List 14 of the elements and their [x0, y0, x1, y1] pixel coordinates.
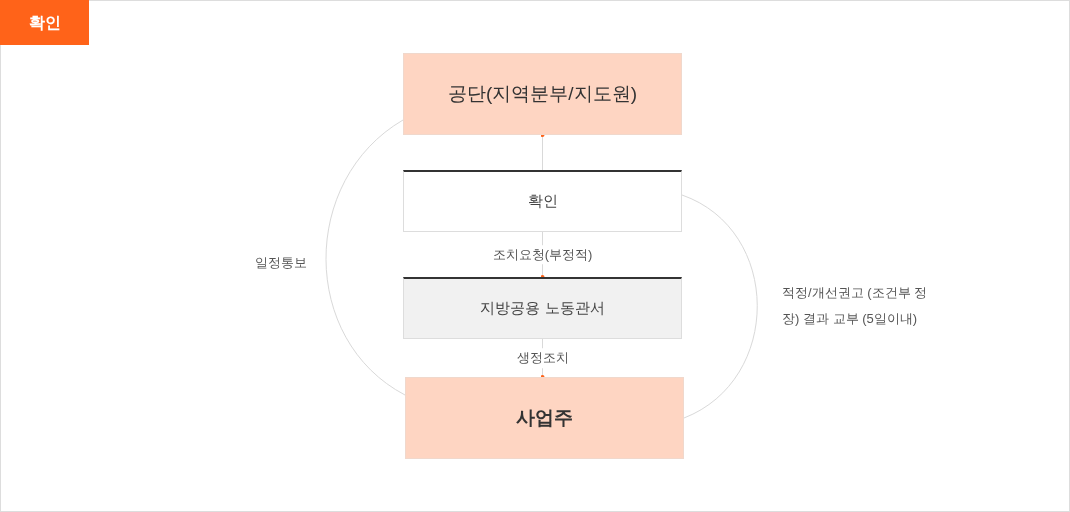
connector-line	[540, 133, 545, 171]
node-text: 확인	[527, 191, 558, 212]
title-tab: 확인	[0, 0, 89, 45]
edge-label: 적정/개선권고 (조건부 정장) 결과 교부 (5일이내)	[782, 284, 929, 328]
node-text: 지방공용 노동관서	[480, 298, 605, 319]
edge-label: 일정통보	[255, 254, 307, 273]
node-text: 사업주	[516, 405, 573, 430]
curved-connector	[681, 194, 758, 419]
process-box	[403, 170, 682, 232]
curved-connector	[325, 119, 406, 396]
node-text: 공단(지역분부/지도원)	[448, 81, 637, 106]
process-box	[405, 377, 684, 459]
process-box	[403, 53, 682, 135]
process-box	[403, 277, 682, 339]
